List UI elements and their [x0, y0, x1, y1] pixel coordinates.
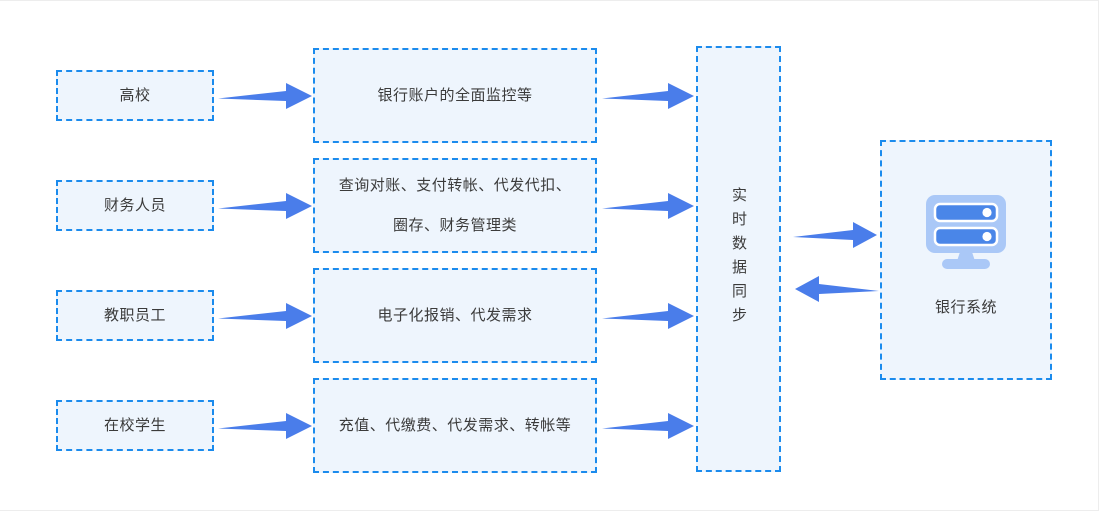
service-text: 电子化报销、代发需求 [377, 296, 532, 336]
actor-label: 高校 [119, 86, 151, 104]
service-box-reimbursement[interactable]: 电子化报销、代发需求 [313, 268, 597, 363]
actor-label: 财务人员 [103, 196, 166, 214]
arrow-actor-1-to-service-1 [218, 83, 312, 109]
actor-label: 教职员工 [103, 306, 166, 324]
service-box-finance-services[interactable]: 查询对账、支付转帐、代发代扣、 圈存、财务管理类 [313, 158, 597, 253]
arrow-service-3-to-sync [602, 303, 694, 329]
service-box-account-monitoring[interactable]: 银行账户的全面监控等 [313, 48, 597, 143]
service-line: 查询对账、支付转帐、代发代扣、 [338, 176, 572, 194]
service-line: 电子化报销、代发需求 [377, 306, 533, 324]
service-text: 银行账户的全面监控等 [377, 76, 532, 116]
arrow-sync-to-bank [793, 222, 877, 248]
arrow-bank-to-sync [795, 276, 879, 302]
arrow-service-4-to-sync [602, 413, 694, 439]
server-icon [920, 195, 1012, 271]
service-box-student-payments[interactable]: 充值、代缴费、代发需求、转帐等 [313, 378, 597, 473]
bank-system-label: 银行系统 [934, 299, 997, 316]
arrow-service-1-to-sync [602, 83, 694, 109]
service-text: 充值、代缴费、代发需求、转帐等 [339, 406, 572, 446]
service-line: 圈存、财务管理类 [392, 216, 517, 234]
actor-box-finance-staff[interactable]: 财务人员 [56, 180, 214, 231]
sync-column[interactable]: 实时数据同步 [696, 46, 781, 472]
actor-box-university[interactable]: 高校 [56, 70, 214, 121]
arrow-actor-2-to-service-2 [218, 193, 312, 219]
service-text: 查询对账、支付转帐、代发代扣、 圈存、财务管理类 [339, 166, 572, 246]
arrow-actor-3-to-service-3 [218, 303, 312, 329]
actor-box-faculty[interactable]: 教职员工 [56, 290, 214, 341]
service-line: 银行账户的全面监控等 [377, 86, 533, 104]
bank-system-panel[interactable]: 银行系统 [880, 140, 1052, 380]
arrow-service-2-to-sync [602, 193, 694, 219]
service-line: 充值、代缴费、代发需求、转帐等 [338, 416, 572, 434]
arrow-actor-4-to-service-4 [218, 413, 312, 439]
actor-box-students[interactable]: 在校学生 [56, 400, 214, 451]
actor-label: 在校学生 [103, 416, 166, 434]
sync-label: 实时数据同步 [730, 187, 747, 331]
